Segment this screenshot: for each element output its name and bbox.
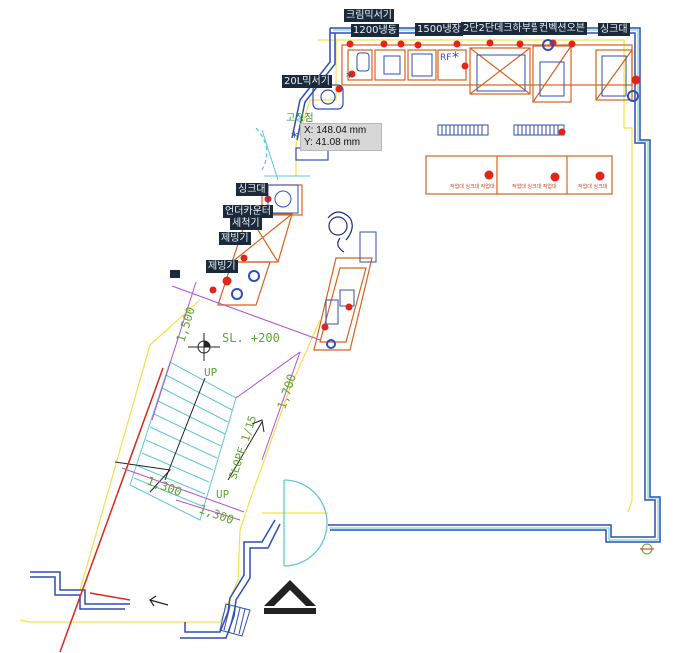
label-convection-oven[interactable]: 컨벡션오븐	[537, 22, 587, 35]
stair-up-top: UP	[204, 366, 218, 379]
dim-1500: 1,500	[174, 305, 198, 344]
label-washer-20l[interactable]: 20L믹서기	[282, 75, 332, 88]
asterisk-symbol-2: *	[452, 50, 459, 66]
slope-label: SLOPE 1/15	[226, 414, 259, 481]
bench-label-2: 작업대 싱크대 작업대	[512, 183, 557, 190]
work-bench-row	[425, 155, 613, 195]
vent-grille-left	[437, 124, 489, 136]
dimension-lines	[121, 281, 321, 521]
entrance-door	[255, 127, 328, 567]
stair-up-bottom: UP	[216, 488, 230, 501]
label-ice-maker-1[interactable]: 제빙기	[219, 232, 251, 245]
label-fridge-1200[interactable]: 1200냉동	[351, 24, 399, 37]
level-target-icon	[188, 333, 220, 361]
label-fixed-station[interactable]: 고정점	[286, 113, 314, 124]
label-fridge-1500[interactable]: 1500냉장	[415, 23, 463, 36]
label-table-2tier[interactable]: 2단2단데크하부랄온	[461, 22, 552, 35]
cursor-y-readout: Y: 41.08 mm	[304, 137, 361, 148]
dim-1300-b: 1,300	[197, 502, 236, 528]
sink-left	[267, 184, 299, 214]
label-counter-washer-1[interactable]: 언더카운터	[223, 205, 273, 218]
inner-wall-lines	[261, 29, 659, 541]
direction-arrow-icon	[149, 595, 169, 607]
asterisk-symbol-1: *	[346, 70, 353, 86]
fridge-tag: RF	[440, 53, 451, 63]
equipment-left-column	[217, 184, 303, 306]
north-arrow-icon[interactable]	[264, 580, 316, 614]
bench-label-3: 작업대 싱크대	[578, 183, 608, 190]
equipment-row-top	[341, 44, 633, 103]
stair-arrows	[114, 377, 265, 493]
bench-label-1: 작업대 싱크대 작업대	[450, 183, 495, 190]
walls	[30, 27, 661, 639]
grid-marker-icon	[640, 543, 654, 555]
label-cream-washer[interactable]: 크림믹서기	[344, 9, 394, 22]
dim-1700: 1,700	[275, 372, 299, 411]
cursor-coordinate-tooltip: X: 148.04 mm Y: 41.08 mm	[300, 123, 382, 151]
person-figure	[327, 211, 353, 253]
label-sink-top[interactable]: 싱크대	[598, 23, 630, 36]
asterisk-symbol-3: *	[291, 130, 298, 146]
stair-red-line	[59, 367, 164, 653]
work-island	[313, 257, 373, 351]
outlet-marker-icon	[170, 270, 180, 278]
level-label: SL. +200	[222, 331, 280, 345]
site-boundary-lines	[19, 39, 633, 623]
island-details	[325, 231, 377, 325]
staircase	[129, 361, 237, 521]
cursor-x-readout: X: 148.04 mm	[304, 125, 367, 136]
floor-grille	[219, 603, 251, 637]
equipment-markers	[209, 39, 641, 331]
label-sink-left[interactable]: 싱크대	[236, 183, 268, 196]
fixture-rings	[231, 39, 639, 349]
label-counter-washer-2[interactable]: 세척기	[230, 217, 262, 230]
label-ice-maker-2[interactable]: 제빙기	[206, 260, 238, 273]
equipment-details-top	[356, 52, 627, 97]
vent-grille-right	[513, 124, 565, 136]
